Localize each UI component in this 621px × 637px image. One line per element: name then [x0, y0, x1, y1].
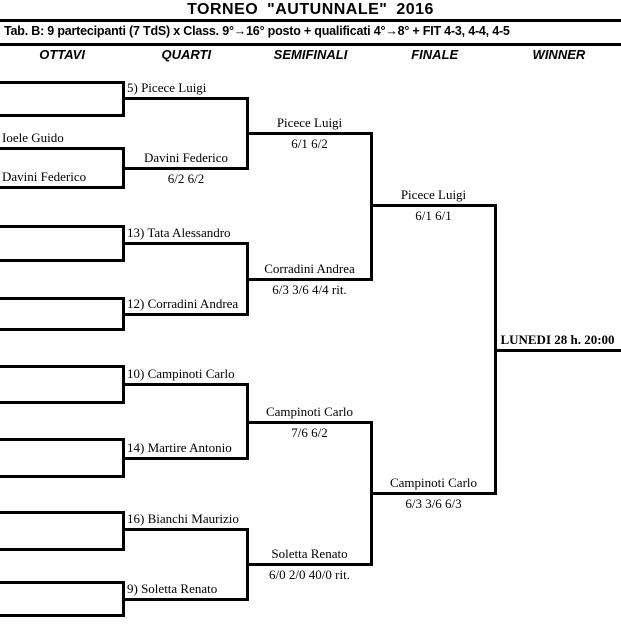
bracket-line	[0, 581, 125, 584]
column-header-quarti: QUARTI	[161, 47, 212, 62]
semifinal-score: 6/0 2/0 40/0 rit.	[269, 567, 350, 582]
ottavi-player-top: Ioele Guido	[2, 130, 64, 145]
bracket-line	[246, 563, 373, 566]
semifinal-winner-name: Picece Luigi	[276, 115, 343, 130]
bracket-line	[370, 204, 497, 207]
quarti-entry-name: 5) Picece Luigi	[127, 80, 207, 95]
bracket-line	[0, 147, 125, 150]
bracket-line	[0, 475, 125, 478]
bracket-line	[122, 313, 249, 316]
bracket-line	[122, 528, 249, 531]
info-divider	[0, 43, 621, 46]
final-match-schedule: LUNEDI 28 h. 20:00	[500, 332, 615, 347]
bracket-line	[0, 225, 125, 228]
bracket-line	[0, 365, 125, 368]
bracket-line	[246, 421, 373, 424]
bracket-line	[122, 598, 249, 601]
semifinal-winner-name: Soletta Renato	[271, 546, 348, 561]
bracket-line	[0, 438, 125, 441]
semifinal-winner-name: Corradini Andrea	[264, 261, 355, 276]
quarti-entry-score: 6/2 6/2	[167, 171, 205, 186]
column-header-winner: WINNER	[532, 47, 586, 62]
quarti-entry-name: 9) Soletta Renato	[127, 581, 218, 596]
quarti-entry-name: 14) Martire Antonio	[127, 440, 232, 455]
bracket-line	[0, 114, 125, 117]
bracket-line	[122, 167, 249, 170]
column-header-ottavi: OTTAVI	[39, 47, 85, 62]
bracket-line	[122, 457, 249, 460]
bracket-line	[0, 81, 125, 84]
bracket-line	[246, 278, 373, 281]
bracket-connector	[122, 511, 125, 551]
semifinal-score: 7/6 6/2	[291, 425, 328, 440]
bracket-line	[0, 259, 125, 262]
final-score: 6/3 3/6 6/3	[405, 496, 462, 511]
title-divider	[0, 19, 621, 22]
quarti-entry-name: 16) Bianchi Maurizio	[127, 511, 239, 526]
bracket-line	[0, 511, 125, 514]
column-header-finale: FINALE	[411, 47, 459, 62]
bracket-line	[246, 132, 373, 135]
bracket-line	[0, 401, 125, 404]
bracket-line	[122, 97, 249, 100]
column-header-semifinali: SEMIFINALI	[273, 47, 348, 62]
bracket-line	[0, 548, 125, 551]
quarti-entry-name: 12) Corradini Andrea	[127, 296, 239, 311]
bracket-line	[122, 383, 249, 386]
bracket-line	[122, 242, 249, 245]
bracket-line	[0, 186, 125, 189]
tournament-title: TORNEO "AUTUNNALE" 2016	[187, 1, 434, 18]
quarti-entry-name: 13) Tata Alessandro	[127, 225, 231, 240]
quarti-entry-name: 10) Campinoti Carlo	[127, 366, 235, 381]
semifinal-score: 6/3 3/6 4/4 rit.	[272, 282, 347, 297]
final-score: 6/1 6/1	[415, 208, 452, 223]
ottavi-player-bottom: Davini Federico	[2, 169, 87, 184]
bracket-line	[0, 297, 125, 300]
finalist-name: Picece Luigi	[400, 187, 467, 202]
quarti-entry-name: Davini Federico	[143, 150, 229, 165]
bracket-info: Tab. B: 9 partecipanti (7 TdS) x Class. …	[4, 24, 510, 38]
bracket-line	[0, 328, 125, 331]
semifinal-winner-name: Campinoti Carlo	[265, 404, 354, 419]
bracket-line	[0, 614, 125, 617]
finalist-name: Campinoti Carlo	[389, 475, 478, 490]
bracket-line	[370, 492, 497, 495]
winner-line	[494, 349, 621, 352]
semifinal-score: 6/1 6/2	[291, 136, 328, 151]
round-headers: OTTAVI QUARTI SEMIFINALI FINALE WINNER	[0, 47, 621, 62]
